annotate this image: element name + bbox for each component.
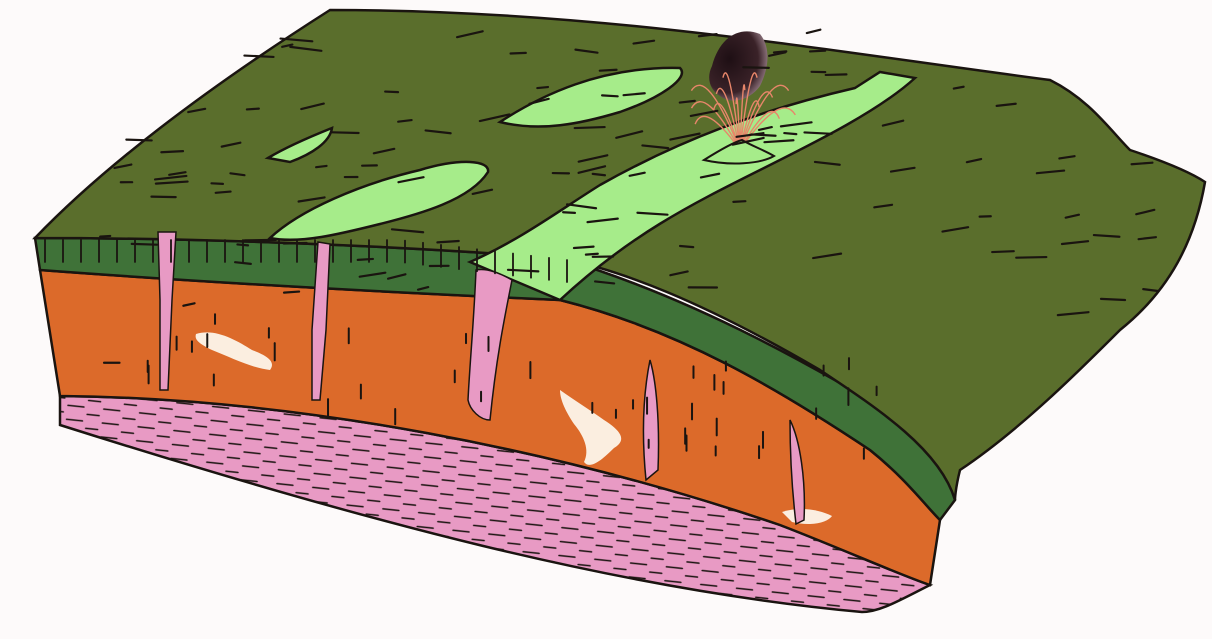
fracture-mark <box>593 174 605 175</box>
fracture-mark <box>1016 257 1046 258</box>
fracture-mark <box>437 241 458 242</box>
fracture-mark <box>810 51 825 52</box>
fracture-mark <box>332 132 358 133</box>
fracture-mark <box>751 134 775 135</box>
fracture-mark <box>385 92 398 93</box>
fracture-mark <box>575 127 605 128</box>
fracture-mark <box>126 140 151 141</box>
fracture-mark <box>316 166 326 167</box>
fracture-mark <box>733 201 745 202</box>
fracture-mark <box>805 132 832 133</box>
fracture-mark <box>216 192 231 193</box>
fracture-mark <box>784 133 796 134</box>
fracture-mark <box>586 254 598 255</box>
fracture-mark <box>247 109 259 110</box>
fracture-mark <box>563 212 575 213</box>
fracture-mark <box>807 30 821 33</box>
fracture-mark <box>1101 299 1125 300</box>
fracture-mark <box>537 87 548 88</box>
fracture-mark <box>511 53 526 54</box>
fracture-mark <box>826 74 847 75</box>
fracture-mark <box>151 197 175 198</box>
fracture-mark <box>161 151 183 152</box>
fracture-mark <box>284 292 299 293</box>
fracture-mark <box>602 95 618 96</box>
fracture-mark <box>680 246 693 247</box>
fracture-mark <box>244 56 273 57</box>
fracture-mark <box>100 236 110 237</box>
fracture-mark <box>992 251 1014 252</box>
fracture-mark <box>1132 163 1153 165</box>
fracture-mark <box>574 247 594 248</box>
fracture-mark <box>212 183 223 184</box>
fracture-mark <box>600 70 617 71</box>
fracture-mark <box>743 67 769 68</box>
fracture-mark <box>358 259 373 260</box>
